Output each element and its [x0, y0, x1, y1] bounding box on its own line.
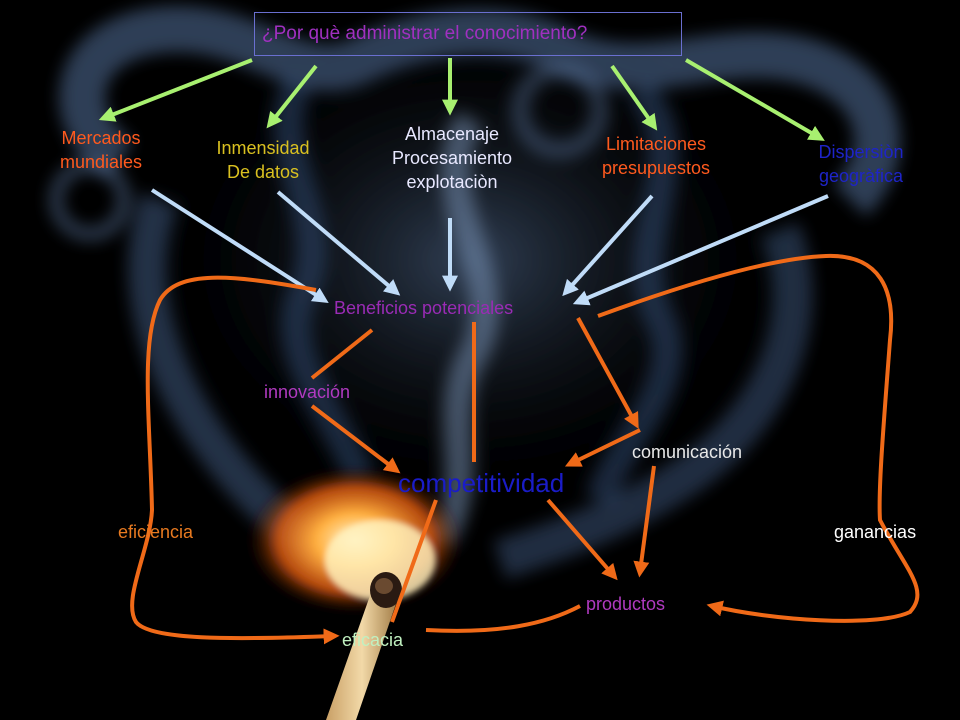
arrow-competitividad-productos: [546, 498, 618, 581]
node-almacenaje-line3: explotaciòn: [406, 172, 498, 192]
arrow-comunicacion-productos: [633, 465, 656, 578]
arrow-comunicacion-competitividad: [564, 428, 641, 467]
node-eficacia: eficacia: [342, 630, 404, 650]
loop-right: [597, 253, 920, 623]
line-beneficios-innovacion: [310, 328, 374, 380]
node-inmensidad-datos: Inmensidad De datos: [196, 136, 330, 184]
arrow-title-inmensidad: [266, 64, 318, 129]
line-competitividad-eficacia: [390, 499, 438, 623]
node-ganancias: ganancias: [834, 522, 917, 542]
node-dispersion-line2: geogràfica: [818, 166, 904, 186]
node-almacenaje-line1: Almacenaje: [404, 124, 500, 144]
arrow-innovacion-competitividad: [310, 404, 401, 474]
node-dispersion-geografica: Dispersiòn geogràfica: [796, 140, 926, 188]
arrow-dispersion-beneficios: [572, 194, 829, 306]
node-limitaciones-line2: presupuestos: [601, 158, 711, 178]
loop-left: [130, 275, 340, 645]
node-innovacion: innovación: [264, 382, 351, 402]
node-mercados-mundiales: Mercados mundiales: [42, 126, 160, 174]
line-eficacia-productos: [425, 604, 581, 633]
node-mercados-line1: Mercados: [61, 128, 141, 148]
node-comunicacion: comunicación: [632, 442, 743, 462]
node-beneficios-potenciales: Beneficios potenciales: [334, 298, 514, 318]
node-almacenaje: Almacenaje Procesamiento explotaciòn: [368, 122, 536, 194]
page-title: ¿Por què administrar el conocimiento?: [262, 23, 588, 44]
node-limitaciones-presupuestos: Limitaciones presupuestos: [578, 132, 734, 180]
arrow-title-mercados: [98, 58, 253, 122]
node-limitaciones-line1: Limitaciones: [605, 134, 707, 154]
arrow-mercados-beneficios: [150, 188, 329, 304]
arrow-title-dispersion: [684, 58, 825, 141]
node-productos: productos: [586, 594, 666, 614]
arrow-limitaciones-beneficios: [562, 194, 654, 297]
node-inmensidad-line1: Inmensidad: [216, 138, 310, 158]
arrow-inmensidad-beneficios: [276, 190, 401, 296]
arrow-beneficios-comunicacion: [576, 317, 639, 429]
title-box: [254, 12, 682, 56]
node-mercados-line2: mundiales: [59, 152, 143, 172]
node-competitividad: competitividad: [398, 468, 565, 498]
matchstick: [326, 572, 402, 720]
node-inmensidad-line2: De datos: [226, 162, 300, 182]
node-eficiencia: eficiencia: [118, 522, 194, 542]
arrow-title-limitaciones: [610, 64, 658, 131]
node-almacenaje-line2: Procesamiento: [391, 148, 513, 168]
node-dispersion-line1: Dispersiòn: [818, 142, 904, 162]
smoke-plumes: [49, 6, 901, 597]
